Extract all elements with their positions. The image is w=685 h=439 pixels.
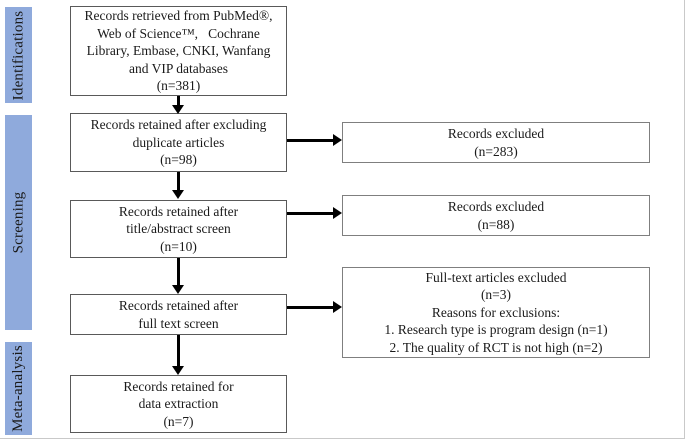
arrow-right-icon: [333, 134, 342, 146]
arrow-shaft: [287, 306, 333, 309]
arrow-shaft: [177, 96, 180, 105]
arrow-down-icon: [172, 366, 184, 375]
box-data-extraction-text: Records retained for data extraction (n=…: [123, 378, 234, 429]
arrow-shaft: [177, 172, 180, 190]
box-records-retrieved: Records retrieved from PubMed®, Web of S…: [70, 6, 287, 96]
box-excluded-title-abstract-text: Records excluded (n=88): [447, 199, 545, 232]
stage-label-identifications: Identifications: [5, 7, 32, 103]
arrow-shaft: [287, 212, 333, 215]
stage-label-screening: Screening: [5, 115, 32, 330]
arrow-right-icon: [333, 301, 342, 313]
box-title-abstract-screen: Records retained after title/abstract sc…: [70, 200, 287, 258]
box-excluded-full-text-text: Full-text articles excluded (n=3) Reason…: [384, 269, 608, 355]
arrow-right-icon: [333, 207, 342, 219]
stage-label-text: Identifications: [10, 10, 27, 100]
box-records-deduplicated-text: Records retained after excluding duplica…: [90, 117, 267, 168]
box-excluded-duplicates-text: Records excluded (n=283): [447, 126, 545, 159]
arrow-down-icon: [172, 190, 184, 199]
stage-label-text: Meta-analysis: [10, 345, 26, 432]
arrow-down-icon: [172, 285, 184, 294]
stage-label-meta-analysis: Meta-analysis: [5, 342, 32, 435]
box-full-text-screen: Records retained after full text screen: [70, 294, 287, 335]
stage-label-text: Screening: [10, 191, 26, 254]
arrow-down-icon: [172, 105, 184, 114]
box-records-retrieved-text: Records retrieved from PubMed®, Web of S…: [84, 8, 273, 94]
box-full-text-screen-text: Records retained after full text screen: [118, 298, 239, 331]
box-excluded-full-text: Full-text articles excluded (n=3) Reason…: [342, 267, 650, 358]
box-data-extraction: Records retained for data extraction (n=…: [70, 375, 287, 433]
arrow-shaft: [287, 139, 333, 142]
arrow-shaft: [177, 335, 180, 366]
box-excluded-title-abstract: Records excluded (n=88): [342, 195, 650, 236]
arrow-shaft: [177, 258, 180, 285]
box-excluded-duplicates: Records excluded (n=283): [342, 122, 650, 163]
box-title-abstract-screen-text: Records retained after title/abstract sc…: [118, 203, 239, 254]
box-records-deduplicated: Records retained after excluding duplica…: [70, 113, 287, 172]
